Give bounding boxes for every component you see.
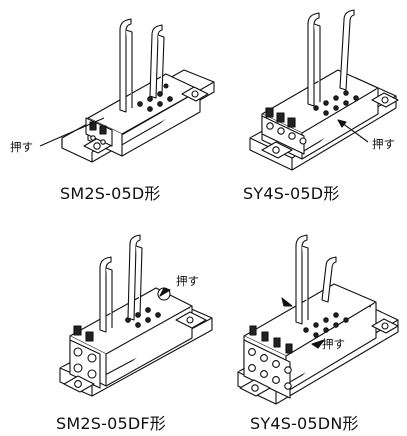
callout-push-2: 押す [372, 137, 395, 151]
caption-sm2s-05d: SM2S-05D形 [60, 184, 161, 203]
caption-sm2s-05df: SM2S-05DF形 [56, 414, 166, 433]
callout-push-3: 押す [176, 274, 199, 288]
caption-sy4s-05dn: SY4S-05DN形 [250, 414, 359, 433]
caption-sy4s-05d: SY4S-05D形 [243, 184, 340, 203]
callout-push-1: 押す [10, 140, 33, 154]
callout-push-4: 押す [322, 337, 345, 351]
